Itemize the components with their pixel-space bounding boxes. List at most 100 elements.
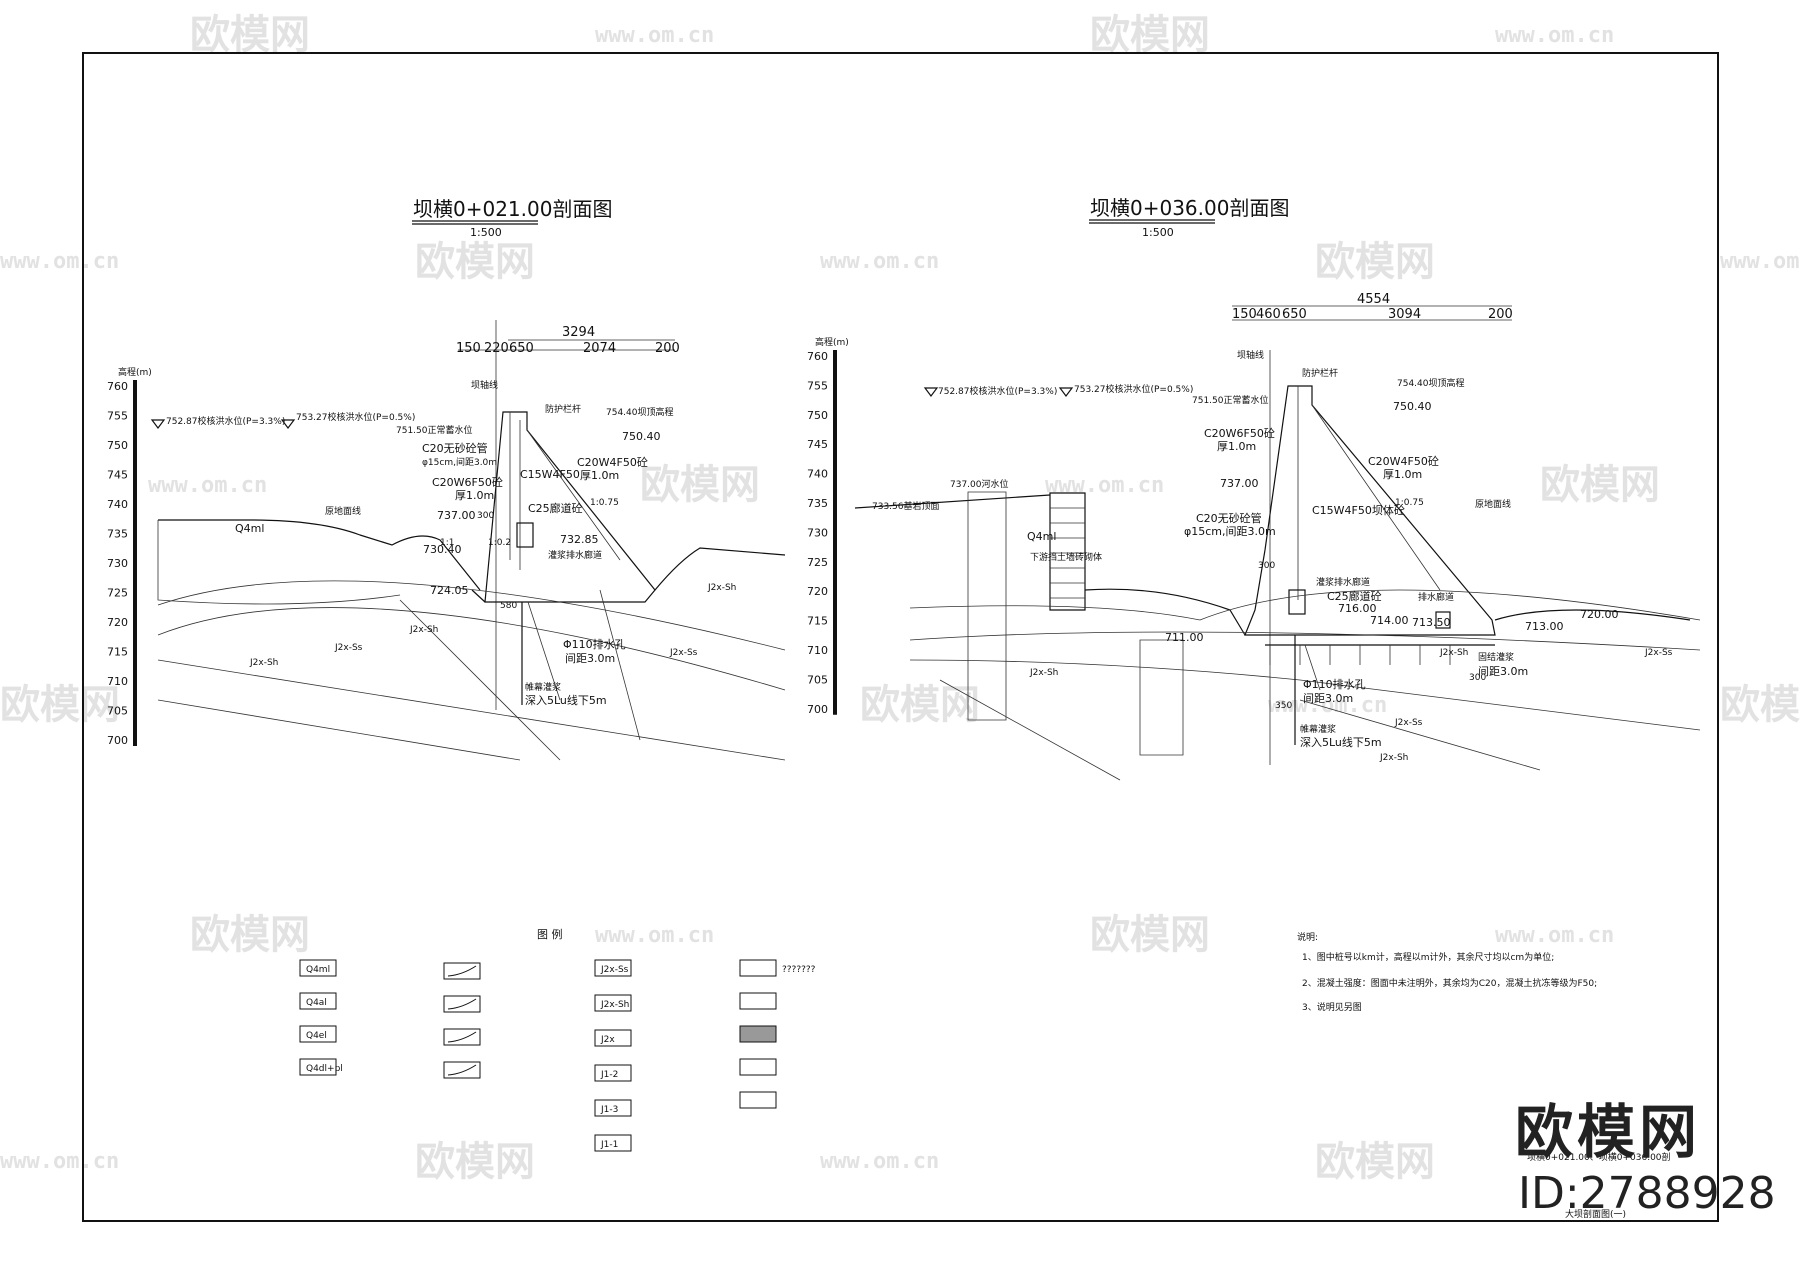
rock3-label: J2x-Ss [334,643,363,653]
titleblock-line1: 坝横0+021.00、坝横0+036.00剖 [1527,1151,1671,1163]
elev-724-label: 724.05 [430,584,469,597]
bedrock-hatch-zone [1139,639,1184,756]
legend-line-swatch [443,1061,481,1079]
axis-tick-label: 705 [107,705,128,718]
legend-items: Q4mlQ4alQ4elQ4dl+plJ2x-SsJ2x-ShJ2xJ1-2J1… [299,959,816,1152]
axis-tick-label: 715 [107,646,128,659]
dim-300b-label: 300 [1469,673,1486,683]
rail-label: 防护栏杆 [1302,367,1338,379]
watermark-url: www.om.cn [1720,249,1800,274]
cover-label: 原地面线 [1475,498,1511,510]
dim-total: 3294 [562,325,595,340]
axis-tick-label: 735 [107,528,128,541]
dim-c: 650 [509,341,534,356]
dim-a: 150 [1232,307,1257,322]
rock5-label: J2x-Sh [707,583,736,593]
crest-label: 754.40坝顶高程 [606,406,674,418]
legend-line-sample [447,1031,477,1043]
normal-level-label: 751.50正常蓄水位 [396,424,473,436]
gallery [1288,589,1306,615]
rock3-label: J2x-Sh [1379,753,1408,763]
strata-line [909,631,1701,651]
legend-title: 图 例 [537,927,563,941]
legend-hatch-swatch [739,1058,777,1076]
watermark-logo: 欧模网 [1315,239,1435,285]
dim-350-label: 350 [1275,701,1292,711]
left-scale: 1:500 [470,226,502,239]
dim-a: 150 [456,341,481,356]
watermark-url: www.om.cn [0,249,119,274]
legend-line-swatch [443,995,481,1013]
ground-line [854,494,1051,509]
axis-tick-label: 740 [107,498,128,511]
axis-tick-label: 715 [807,615,828,628]
legend-swatch [594,1029,632,1047]
elev-713-label: 713.00 [1525,620,1564,633]
legend-swatch [299,1025,337,1043]
water-level-marker [1058,387,1074,397]
rock1-label: J2x-Sh [409,625,438,635]
legend-label: J1-2 [600,1070,618,1080]
legend-label: Q4al [306,998,327,1008]
drain-gallery-label: 排水廊道 [1418,591,1454,603]
legend-swatch [299,959,337,977]
c25-label: C25廊道砼 [1327,589,1382,603]
rock4-label: J2x-Sh [1439,648,1468,658]
axis-tick-label: 725 [107,587,128,600]
brick-courses [1050,507,1085,599]
sheet-frame [82,52,1719,1222]
dam-inner-lines [1297,386,1441,600]
legend-swatch [299,1058,337,1076]
legend: 图 例 Q4mlQ4alQ4elQ4dl+plJ2x-SsJ2x-ShJ2xJ1… [299,927,816,1152]
legend-hatch-swatch [739,992,777,1010]
watermark-logo: 欧模网 [415,1139,535,1185]
legend-hatch-swatch [739,1091,777,1109]
water-level-marker [280,419,296,429]
elev-737-label: 737.00 [1220,477,1259,490]
elev-714-label: 714.00 [1370,614,1409,627]
watermark-url: www.om.cn [1495,923,1614,948]
dam-toe [471,589,486,603]
dim-300-label: 300 [1258,561,1275,571]
c20w4-label: C20W4F50砼 [1368,455,1439,468]
crest-label: 754.40坝顶高程 [1397,377,1465,389]
q4-label: Q4ml [1027,530,1056,543]
watermark-layer: 欧模网 www.om.cn 欧模网 www.om.cn www.om.cn 欧模… [0,12,1800,1185]
legend-swatch [594,994,632,1012]
watermark-logo: 欧模网 [640,462,760,508]
watermark-logo: 欧模网 [190,12,310,58]
legend-line-sample [447,998,477,1010]
axis-tick-label: 760 [807,350,828,363]
legend-line-swatch [443,962,481,980]
check-flood-label: 752.87校核洪水位(P=3.3%) [938,385,1057,397]
axis-tick-label: 720 [107,616,128,629]
axis-tick-label: 750 [107,439,128,452]
drain-hole [527,601,561,701]
dam-axis-label: 坝轴线 [1237,349,1264,361]
c20w4-label: C20W4F50砼 [577,456,648,469]
strata-line [909,589,1701,621]
axis-tick-label: 745 [107,469,128,482]
axis-tick-label: 745 [807,438,828,451]
ground-line-right [654,547,786,591]
elev-716-label: 716.00 [1338,602,1377,615]
axis-tick-label: 735 [807,497,828,510]
elev-750-label: 750.40 [622,430,661,443]
dim-c: 650 [1282,307,1307,322]
slope2-label: 1:0.75 [590,498,619,508]
strata-line [157,580,786,651]
dam-body [1244,385,1496,636]
right-axis-label: 高程(m) [815,336,849,348]
legend-hatch-swatch [739,1025,777,1043]
bedrock-hatch-zone [967,491,1007,721]
elev-720-label: 720.00 [1580,608,1619,621]
legend-label: Q4el [306,1031,327,1041]
axis-tick-label: 755 [807,379,828,392]
legend-label: Q4ml [306,965,330,975]
slope-label: 1:0.75 [1395,498,1424,508]
watermark-url: www.om.cn [595,923,714,948]
watermark-url: www.om.cn [595,23,714,48]
grout-label: 帷幕灌浆 [525,681,561,693]
